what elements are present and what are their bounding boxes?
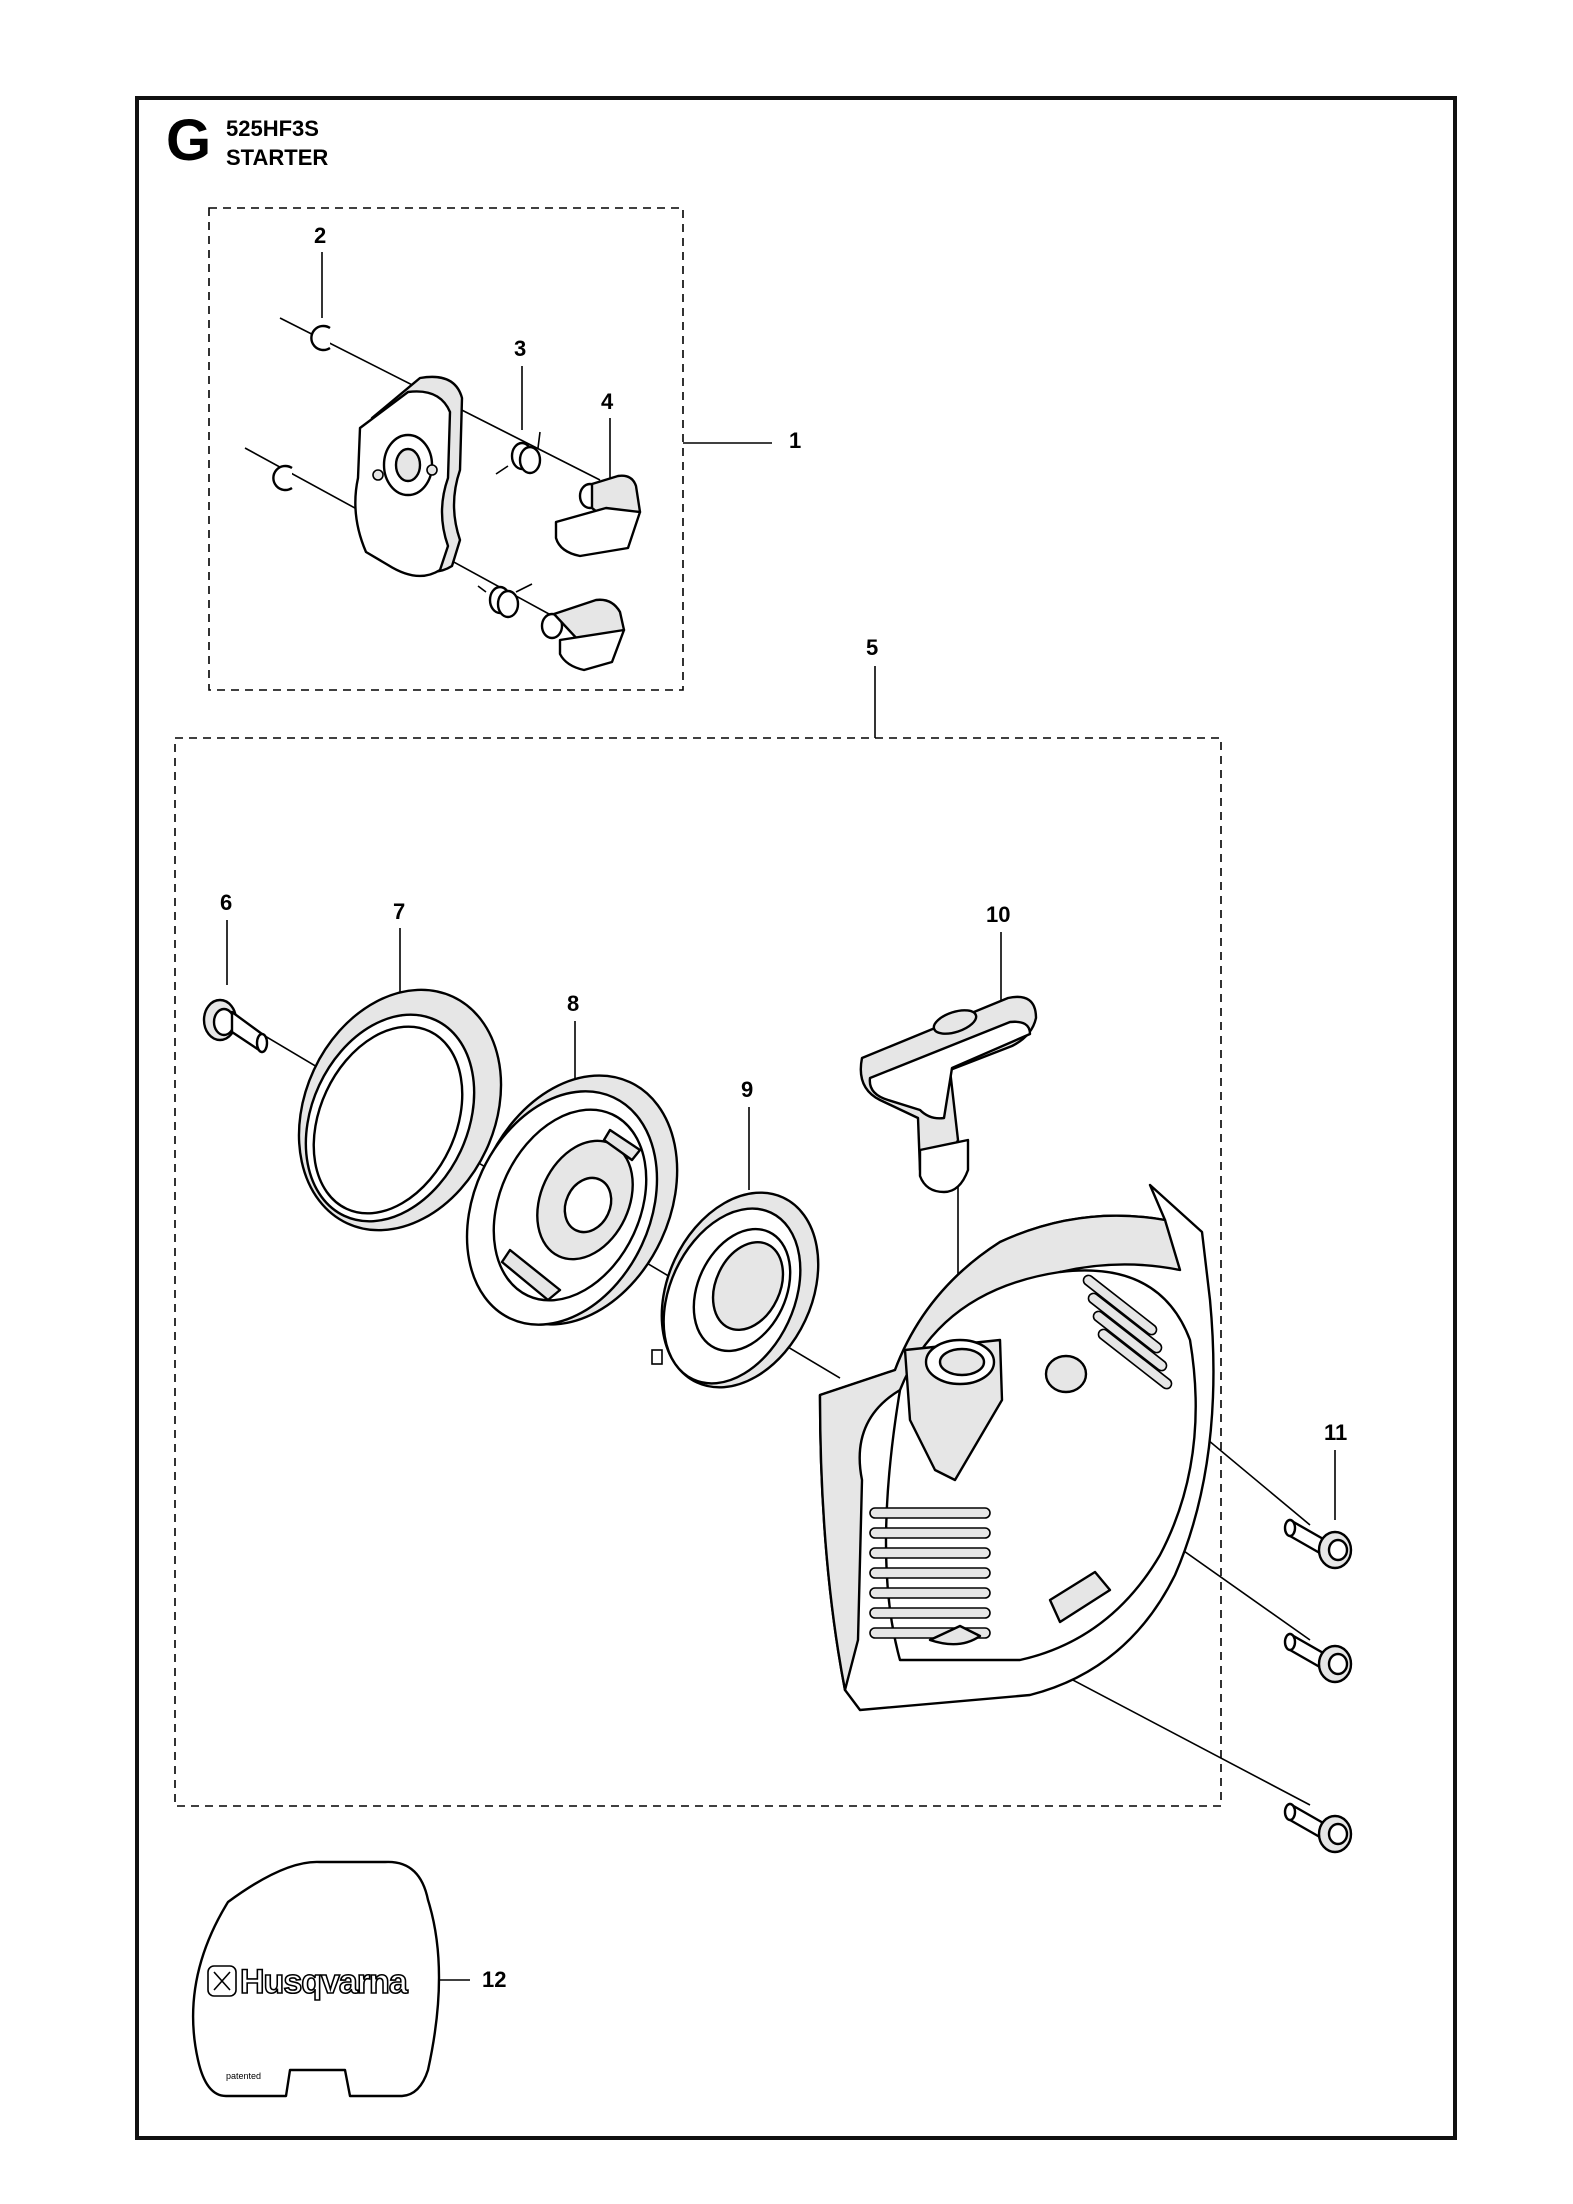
page-frame [135, 96, 1457, 2140]
circlip-upper [310, 324, 331, 352]
housing-screw-1 [1283, 1518, 1353, 1570]
pawl-spring-upper [495, 431, 542, 475]
callout-10: 10 [986, 902, 1010, 927]
decal-brand: Husqvarna [240, 1963, 409, 2001]
husqvarna-decal: Husqvarna patented [191, 1860, 441, 2098]
housing-screw-3 [1283, 1802, 1353, 1854]
pawl-carrier-plate [354, 375, 464, 578]
pawl-spring-lower [477, 583, 533, 619]
pawl-lower [540, 598, 626, 672]
callout-2: 2 [314, 223, 326, 248]
housing-vent-slots-right [1082, 1274, 1173, 1390]
callout-9: 9 [741, 1077, 753, 1102]
callout-12: 12 [482, 1967, 506, 1992]
circlip-lower [272, 464, 293, 492]
callout-7: 7 [393, 899, 405, 924]
husqvarna-crown-icon [207, 1965, 237, 1997]
recoil-spring [651, 1191, 820, 1389]
model-number: 525HF3S [226, 116, 319, 141]
pawl-upper [554, 474, 642, 558]
callout-6: 6 [220, 890, 232, 915]
callout-5: 5 [866, 635, 878, 660]
starter-housing [818, 1183, 1215, 1712]
centre-screw [202, 998, 269, 1054]
starter-handle [859, 995, 1038, 1194]
callout-8: 8 [567, 991, 579, 1016]
callout-3: 3 [514, 336, 526, 361]
assembly-box-5 [174, 737, 1222, 1807]
callout-1: 1 [789, 428, 801, 453]
section-title: STARTER [226, 145, 329, 170]
section-letter: G [166, 108, 212, 173]
housing-screw-2 [1283, 1632, 1353, 1684]
decal-small-print: patented [226, 2071, 261, 2081]
callout-11: 11 [1324, 1420, 1347, 1445]
assembly-box-1 [208, 207, 684, 691]
housing-vent-slots-left [869, 1507, 991, 1639]
callout-4: 4 [601, 389, 614, 414]
rope-pulley [465, 1074, 679, 1326]
pulley-ring [297, 988, 503, 1232]
